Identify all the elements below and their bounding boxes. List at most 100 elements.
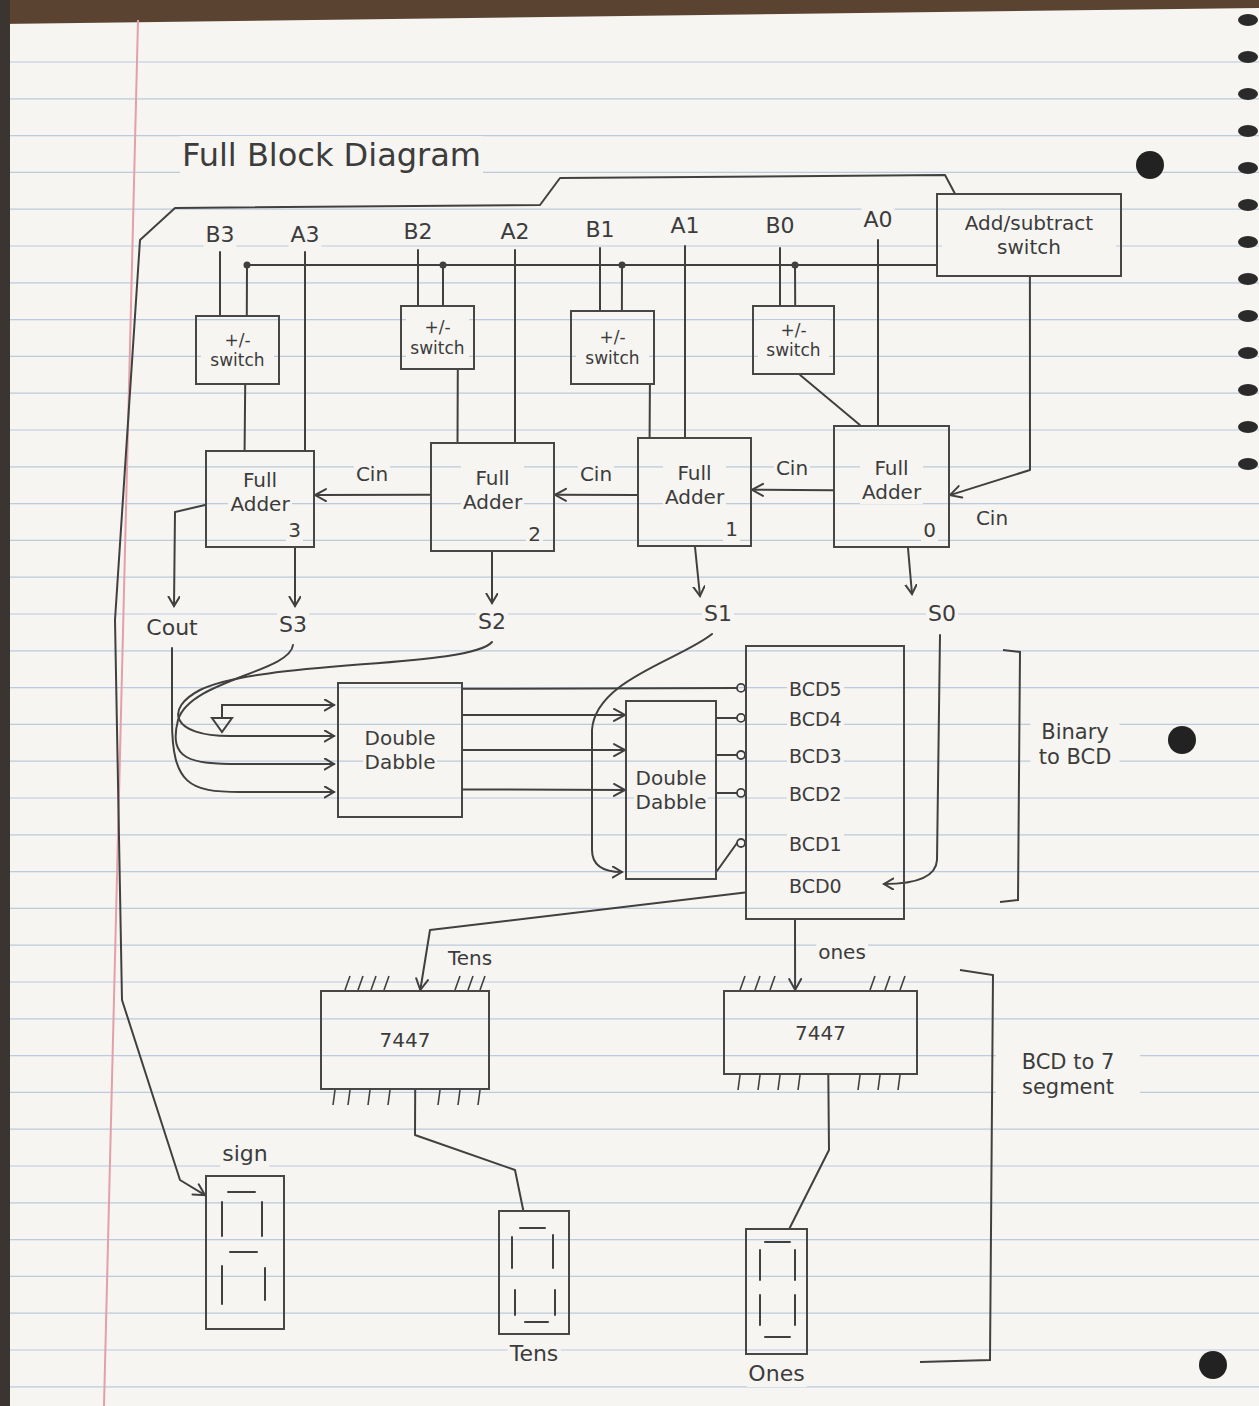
ruled-line [10, 871, 1259, 872]
connector [717, 714, 745, 722]
box-text: Full Adder [461, 466, 524, 514]
wire [877, 240, 879, 425]
connector-line [649, 385, 651, 437]
connector-line [717, 717, 737, 719]
input-wire [172, 648, 334, 792]
wire [304, 252, 306, 450]
connector-line [795, 265, 936, 305]
ruled-line [10, 393, 1259, 394]
edge-label: Tens [446, 946, 494, 970]
connector-line [555, 494, 637, 496]
block-box: BCD5BCD4BCD3BCD2BCD1BCD0 [745, 645, 905, 920]
connector-line [790, 1075, 829, 1228]
binding-coil [1238, 310, 1258, 322]
adder-box: Full Adder0 [833, 425, 950, 548]
wire [514, 250, 516, 442]
box-text: 7447 [793, 1021, 848, 1045]
input-wire [176, 645, 334, 764]
display-label: Tens [508, 1341, 561, 1367]
ruled-line [10, 1313, 1259, 1314]
connector-line [794, 920, 796, 990]
ruled-line [10, 1018, 1259, 1019]
connector [789, 920, 801, 990]
connector-line [443, 265, 936, 305]
connector [800, 375, 860, 425]
box-text: 7447 [378, 1028, 433, 1052]
bracket [1000, 650, 1020, 902]
box-text: Full Adder [663, 461, 726, 509]
section-label: Binary to BCD [1031, 720, 1120, 770]
binding-coil [1238, 273, 1258, 285]
binding-coil [1238, 347, 1258, 359]
connector [790, 1075, 829, 1228]
bracket [920, 650, 1020, 1362]
connector [463, 709, 625, 721]
ruled-line [10, 61, 1259, 62]
connector [463, 744, 625, 756]
connector [622, 265, 936, 310]
connector [416, 893, 745, 991]
signal-name: S0 [926, 601, 958, 627]
box-text: Double Dabble [634, 766, 709, 814]
box-text: +/- switch [576, 327, 649, 368]
inversion-bubble [737, 789, 745, 797]
inversion-bubble [737, 751, 745, 759]
ruled-lines [10, 62, 1259, 1387]
connector-line [420, 893, 745, 991]
arrowhead [614, 709, 625, 721]
ruled-line [10, 834, 1259, 835]
pin-name: BCD4 [787, 708, 844, 731]
connector [315, 489, 430, 501]
binding-coil [1238, 51, 1258, 63]
ruled-line [10, 319, 1259, 320]
pin-name: BCD0 [787, 875, 844, 898]
input-wire [222, 705, 334, 718]
inversion-bubble [737, 714, 745, 722]
pin-name: BCD1 [787, 833, 844, 856]
ruled-line [10, 1129, 1259, 1130]
desk-edge [0, 0, 10, 1406]
pin-name: BCD5 [787, 678, 844, 701]
desk-edge [0, 0, 1259, 24]
ruled-line [10, 98, 1259, 99]
box-text: 3 [286, 518, 303, 542]
block-box: 7447 [723, 990, 918, 1075]
connector-line [752, 489, 833, 491]
box-text: 0 [921, 518, 938, 542]
pin-tick [333, 976, 905, 1105]
signal-name: B2 [401, 219, 434, 245]
box-text: +/- switch [758, 320, 829, 361]
connector [115, 175, 955, 1195]
block-box: Double Dabble [337, 682, 463, 818]
input-wire [178, 642, 492, 736]
punch-hole [1199, 1351, 1227, 1379]
wire [779, 248, 781, 305]
connector-line [247, 265, 936, 315]
diagram-title: Full Block Diagram [180, 136, 483, 174]
block-box: +/- switch [570, 310, 655, 385]
connector [463, 784, 625, 796]
connector [795, 265, 936, 305]
arrowhead [614, 784, 625, 796]
wire [219, 252, 221, 315]
pin-name: BCD2 [787, 783, 844, 806]
display-box: Ones [745, 1228, 808, 1355]
edge-label: Cin [774, 456, 810, 480]
ruled-line [10, 429, 1259, 430]
connector-line [463, 788, 625, 791]
connector [717, 751, 745, 759]
arrowhead [315, 489, 326, 501]
ruled-line [10, 981, 1259, 982]
margin-line [104, 20, 138, 1406]
block-box: Double Dabble [625, 700, 717, 880]
ruled-line [10, 1276, 1259, 1277]
signal-name: A3 [288, 222, 321, 248]
binding-coil [1238, 162, 1258, 174]
connector-line [622, 265, 936, 310]
pin-tick [333, 1090, 480, 1105]
connector-line [463, 687, 737, 690]
binding-coil [1238, 199, 1258, 211]
connector [555, 489, 637, 501]
